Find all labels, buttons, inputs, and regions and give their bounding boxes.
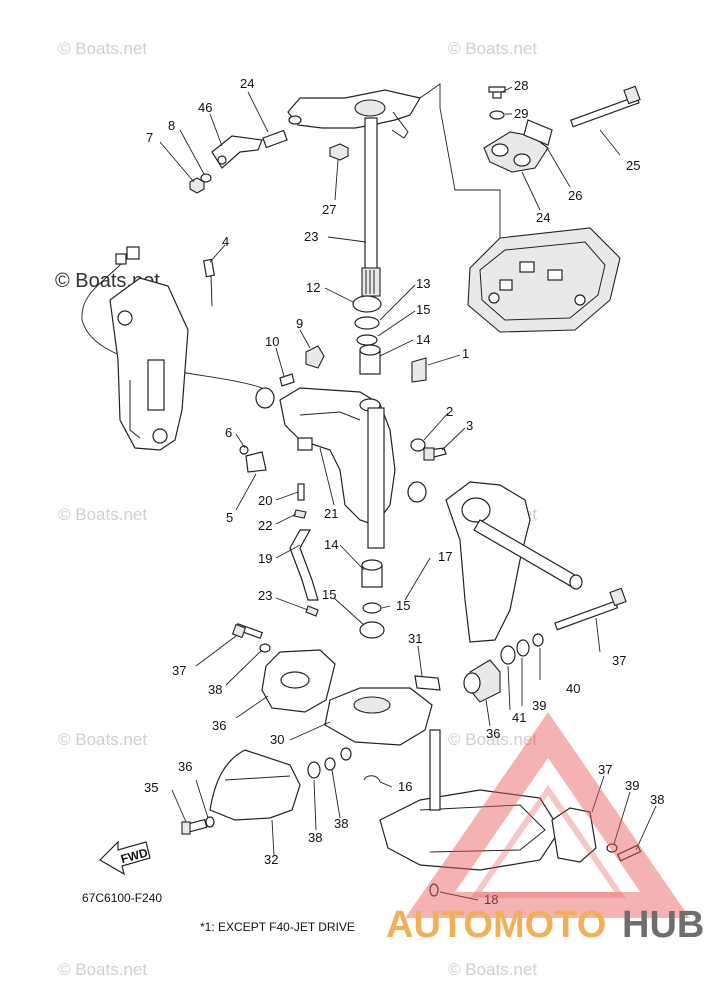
callout-14b: 14 (324, 537, 338, 552)
callout-38: 38 (208, 682, 222, 697)
callout-13: 13 (416, 276, 430, 291)
callout-29: 28 (514, 78, 528, 93)
callout-33: 32 (264, 852, 278, 867)
watermark-text: © Boats.net (58, 730, 147, 749)
logo-text-automoto: AUTOMOTO (386, 904, 606, 946)
callout-24: 23 (304, 229, 318, 244)
callout-15b: 15 (396, 598, 410, 613)
watermark-text: © Boats.net (448, 960, 537, 979)
diagram-code: 67C6100-F240 (82, 891, 162, 905)
callout-15: 15 (416, 302, 430, 317)
callout-9: 24 (240, 76, 254, 91)
callout-39: 36 (486, 726, 500, 741)
watermark-text: © Boats.net (448, 39, 537, 58)
watermark-text: © Boats.net (58, 39, 147, 58)
callout-21: 20 (258, 493, 272, 508)
callout-31: 30 (270, 732, 284, 747)
callout-6: 6 (225, 425, 232, 440)
callout-labels: 24 46 8 7 27 23 28 29 25 26 24 4 12 13 1… (144, 76, 664, 907)
callout-23: 22 (258, 518, 272, 533)
callout-27: 26 (568, 188, 582, 203)
callout-7: 9 (296, 316, 303, 331)
callout-36: 36 (212, 718, 226, 733)
watermark-text: © Boats.net (448, 730, 537, 749)
callout-2: 2 (446, 404, 453, 419)
callout-5: 5 (226, 510, 233, 525)
automotohub-logo: AUTOMOTO HUB (386, 712, 704, 946)
callout-36b: 37 (598, 762, 612, 777)
callout-12: 12 (306, 280, 320, 295)
logo-text-hub: HUB (622, 904, 704, 946)
callout-32: 31 (408, 631, 422, 646)
fwd-label: FWD (119, 845, 149, 866)
callout-18: 17 (438, 549, 452, 564)
callout-37: 37 (172, 663, 186, 678)
callout-4: 4 (222, 234, 229, 249)
callout-34: 35 (144, 780, 158, 795)
callout-38b: 39 (625, 778, 639, 793)
callout-45: 41 (512, 710, 526, 725)
callout-10: 7 (146, 130, 153, 145)
callout-16: 15 (322, 587, 336, 602)
callout-37b: 38 (650, 792, 664, 807)
parts-drawing (81, 83, 657, 901)
callout-19: 18 (484, 892, 498, 907)
callout-22: 21 (324, 506, 338, 521)
callout-25: 24 (536, 210, 550, 225)
callout-30: 29 (514, 106, 528, 121)
callout-3: 3 (466, 418, 473, 433)
callout-43: 39 (532, 698, 546, 713)
watermark-text: © Boats.net (58, 960, 147, 979)
callout-20: 19 (258, 551, 272, 566)
callout-41: 38 (308, 830, 322, 845)
callout-1: 1 (462, 346, 469, 361)
callout-46: 46 (198, 100, 212, 115)
leader-lines (159, 86, 657, 901)
watermark-text: © Boats.net (58, 505, 147, 524)
callout-44: 40 (566, 681, 580, 696)
callout-35: 36 (178, 759, 192, 774)
footnote: *1: EXCEPT F40-JET DRIVE (200, 920, 355, 934)
logo-triangle (405, 712, 690, 918)
callout-26: 25 (626, 158, 640, 173)
callout-23b: 23 (258, 588, 272, 603)
callout-17: 16 (398, 779, 412, 794)
fwd-arrow: FWD (99, 840, 151, 876)
callout-42: 38 (334, 816, 348, 831)
callout-11: 8 (168, 118, 175, 133)
callout-28: 27 (322, 202, 336, 217)
callout-14: 14 (416, 332, 430, 347)
callout-40: 37 (612, 653, 626, 668)
callout-8: 10 (265, 334, 279, 349)
